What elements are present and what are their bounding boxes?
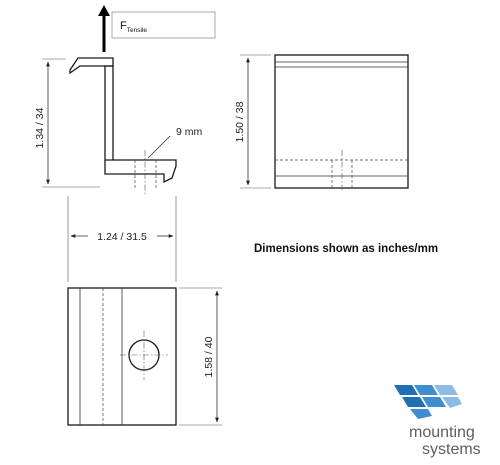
logo-tile — [442, 397, 462, 408]
force-label: FTensile — [120, 20, 147, 34]
tensile-force-indicator: FTensile — [98, 5, 216, 52]
vertical-web — [104, 65, 114, 161]
top-view: 1.58 / 40 — [67, 287, 222, 426]
height-side-label: 1.50 / 38 — [234, 101, 246, 142]
width-profile-label: 1.24 / 31.5 — [97, 231, 147, 243]
force-arrow-head — [98, 5, 110, 16]
dimensions-note: Dimensions shown as inches/mm — [254, 243, 438, 255]
side-outline — [274, 54, 409, 189]
mounting-systems-logo: mounting systems — [394, 385, 481, 458]
side-view: 1.50 / 38 — [234, 54, 409, 190]
force-label-box — [111, 11, 216, 39]
length-top-label: 1.58 / 40 — [203, 336, 215, 377]
logo-tile — [410, 409, 432, 419]
logo-word-systems: systems — [422, 441, 481, 458]
logo-mark — [394, 385, 462, 419]
hole-diameter-label: 9 mm — [176, 126, 203, 138]
logo-word-mounting: mounting — [409, 424, 475, 441]
logo-tile — [402, 397, 426, 407]
height-profile-label: 1.34 / 34 — [34, 107, 46, 148]
bottom-foot — [104, 159, 177, 184]
logo-tile — [394, 385, 418, 395]
profile-view: 9 mm 1.34 / 34 1.24 / 31.5 — [34, 57, 203, 282]
logo-tile — [414, 385, 438, 395]
logo-tile — [422, 397, 446, 407]
hole-leader-line — [147, 135, 171, 159]
logo-tile — [434, 385, 458, 395]
